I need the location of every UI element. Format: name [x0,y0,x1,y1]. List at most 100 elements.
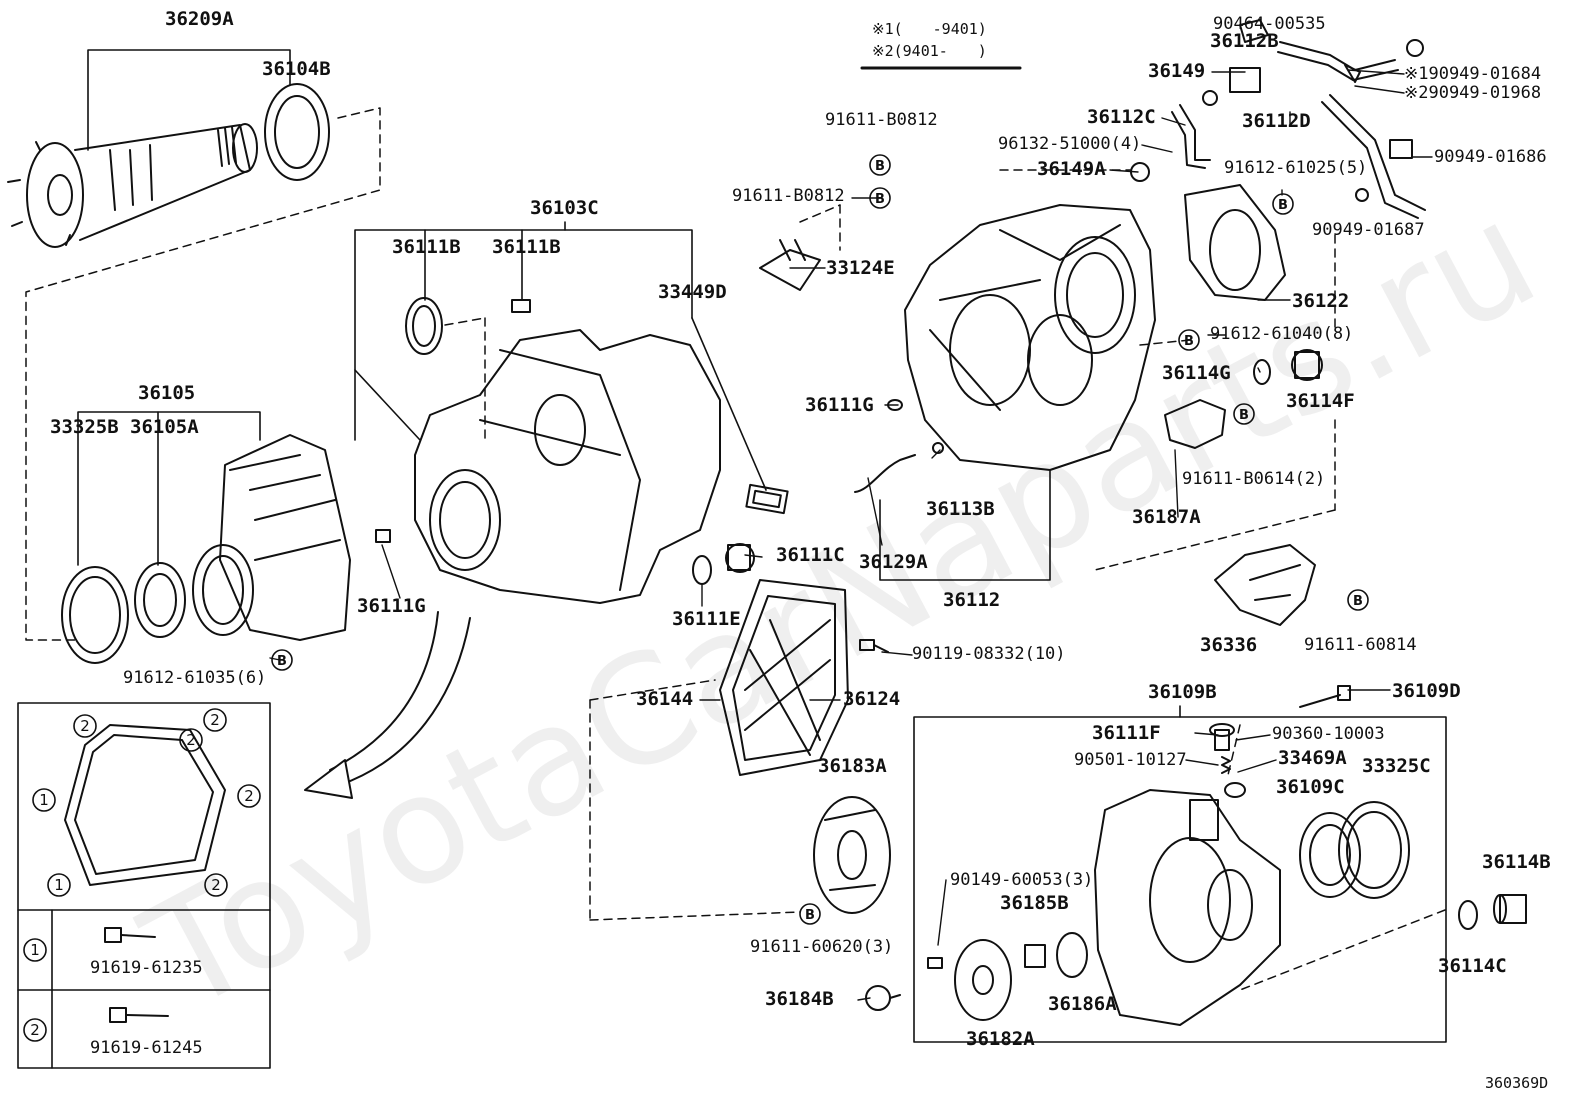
label-90949-01687[interactable]: 90949-01687 [1312,220,1425,240]
callout-2a: 2 [80,717,90,735]
label-91612-61025[interactable]: 91612-61025(5) [1224,158,1368,178]
label-36114g[interactable]: 36114G [1162,362,1231,384]
label-36104b[interactable]: 36104B [262,58,331,80]
pin-36111g-mid [887,399,903,411]
cover-36122 [1184,184,1286,301]
gear-36182a [954,939,1012,1021]
label-90149-60053[interactable]: 90149-60053(3) [950,870,1094,890]
ring-36114g [1253,359,1271,385]
cover-36124 [719,579,849,776]
legend-line-2: ※2(9401- ) [872,42,987,60]
label-36109b[interactable]: 36109B [1148,681,1217,703]
label-90949-01686[interactable]: 90949-01686 [1434,147,1547,167]
seal-36111b [405,297,443,355]
label-36109d[interactable]: 36109D [1392,680,1461,702]
bolt-90149 [927,957,943,969]
inset-gasket [64,724,226,886]
bracket-lines [17,49,1447,1069]
label-36111b-1[interactable]: 36111B [392,236,461,258]
label-91612-61035[interactable]: 91612-61035(6) [123,668,267,688]
label-36111f[interactable]: 36111F [1092,722,1161,744]
part-36185b [1024,944,1046,968]
label-36124[interactable]: 36124 [843,688,901,710]
label-36111e[interactable]: 36111E [672,608,741,630]
label-91611-60620[interactable]: 91611-60620(3) [750,937,894,957]
legend-line-1: ※1( -9401) [872,20,987,38]
plug-36111c [725,543,755,573]
label-36114b[interactable]: 36114B [1482,851,1551,873]
label-91611-60814[interactable]: 91611-60814 [1304,635,1417,655]
label-33124e[interactable]: 33124E [826,257,895,279]
dashed-assembly-lines [25,107,1446,991]
label-33325b[interactable]: 33325B [50,416,119,438]
plug-36111b [511,299,531,313]
label-36183a[interactable]: 36183A [818,755,887,777]
label-36186a[interactable]: 36186A [1048,993,1117,1015]
label-90119-08332[interactable]: 90119-08332(10) [912,644,1066,664]
label-36144[interactable]: 36144 [636,688,694,710]
label-96132-51000[interactable]: 96132-51000(4) [998,134,1142,154]
ring-36111e [692,555,712,585]
badge-b-8: B [805,908,815,923]
label-90501-10127[interactable]: 90501-10127 [1074,750,1187,770]
label-36111b-2[interactable]: 36111B [492,236,561,258]
inset-callouts [23,708,261,1042]
label-90360-10003[interactable]: 90360-10003 [1272,724,1385,744]
label-33325c[interactable]: 33325C [1362,755,1431,777]
label-36182a[interactable]: 36182A [966,1028,1035,1050]
label-190949-01684[interactable]: ※190949-01684 [1404,64,1542,84]
bearing-36105a [134,562,186,638]
label-36185b[interactable]: 36185B [1000,892,1069,914]
inset-bolt-2 [109,1007,169,1023]
label-36112d[interactable]: 36112D [1242,110,1311,132]
label-36129a[interactable]: 36129A [859,551,928,573]
callout-2c: 2 [244,787,254,805]
label-36149a[interactable]: 36149A [1037,158,1106,180]
spring-90501 [1221,756,1231,774]
badge-b-2: B [875,192,885,207]
label-36103c[interactable]: 36103C [530,197,599,219]
callout-2b: 2 [210,711,220,729]
label-36111g-left[interactable]: 36111G [357,595,426,617]
label-36112c[interactable]: 36112C [1087,106,1156,128]
label-36105a[interactable]: 36105A [130,416,199,438]
inset-label-91619-61235[interactable]: 91619-61235 [90,958,203,978]
row1-number: 1 [30,941,40,959]
label-33469a[interactable]: 33469A [1278,747,1347,769]
badge-b-7: B [277,654,287,669]
badge-b-1: B [875,159,885,174]
label-90464-00535[interactable]: 90464-00535 [1213,14,1326,34]
badge-b-4: B [1184,334,1194,349]
label-91611-b0812-top[interactable]: 91611-B0812 [825,110,938,130]
bolt-36109d [1299,685,1351,708]
callout-1a: 1 [39,791,49,809]
label-33449d[interactable]: 33449D [658,281,727,303]
label-91611-b0812-mid[interactable]: 91611-B0812 [732,186,845,206]
label-36105[interactable]: 36105 [138,382,196,404]
label-36336[interactable]: 36336 [1200,634,1258,656]
rear-housing-36105 [192,434,351,641]
label-91612-61040[interactable]: 91612-61040(8) [1210,324,1354,344]
label-36149[interactable]: 36149 [1148,60,1206,82]
inset-label-91619-61245[interactable]: 91619-61245 [90,1038,203,1058]
label-36184b[interactable]: 36184B [765,988,834,1010]
label-36112[interactable]: 36112 [943,589,1001,611]
label-36114c[interactable]: 36114C [1438,955,1507,977]
label-36109c[interactable]: 36109C [1276,776,1345,798]
row2-number: 2 [30,1021,40,1039]
oil-seal-36104b [264,83,330,181]
label-36112b[interactable]: 36112B [1210,30,1279,52]
callout-2d: 2 [211,876,221,894]
breather-hoses [1130,19,1426,219]
label-36114f[interactable]: 36114F [1286,390,1355,412]
label-36122[interactable]: 36122 [1292,290,1350,312]
label-36111g-mid[interactable]: 36111G [805,394,874,416]
label-36111c[interactable]: 36111C [776,544,845,566]
label-290949-01968[interactable]: ※290949-01968 [1404,83,1542,103]
label-36209a[interactable]: 36209A [165,8,234,30]
badge-b-3: B [1278,198,1288,213]
label-91611-b0614[interactable]: 91611-B0614(2) [1182,469,1326,489]
label-36113b[interactable]: 36113B [926,498,995,520]
label-36187a[interactable]: 36187A [1132,506,1201,528]
plate-36183a [813,796,891,914]
